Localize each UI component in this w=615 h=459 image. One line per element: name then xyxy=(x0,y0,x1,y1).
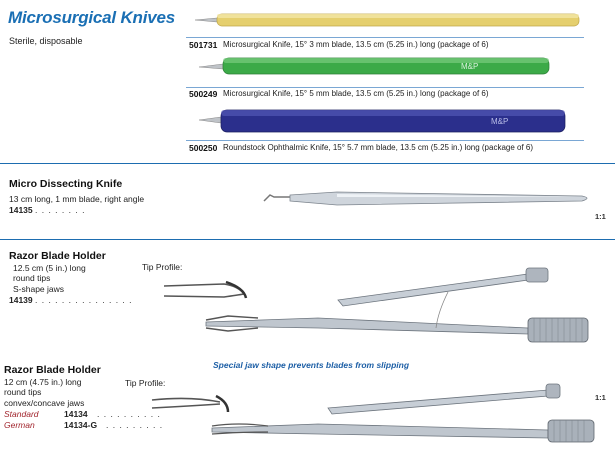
sku-500249: 500249 xyxy=(189,89,218,99)
variant-standard-sku: 14134 xyxy=(64,409,88,419)
razor-holder-1-dots: . . . . . . . . . . . . . . . xyxy=(35,295,133,305)
variant-german-label: German xyxy=(4,420,35,430)
svg-text:M&P: M&P xyxy=(461,62,478,71)
razor-holder-2-spec-length: 12 cm (4.75 in.) long xyxy=(4,377,82,387)
variant-standard-dots: . . . . . . . . . . xyxy=(97,409,161,419)
razor-holder-2-scale: 1:1 xyxy=(595,393,606,402)
knife-image-green: M&P xyxy=(198,57,550,75)
razor-holder-1-tip-profile xyxy=(163,280,248,299)
variant-standard-label: Standard xyxy=(4,409,39,419)
jaw-note: Special jaw shape prevents blades from s… xyxy=(213,360,410,370)
variant-german-dots: . . . . . . . . . xyxy=(106,420,164,430)
svg-text:M&P: M&P xyxy=(491,117,508,126)
description-500249: Microsurgical Knife, 15° 5 mm blade, 13.… xyxy=(223,89,489,98)
razor-holder-2-image xyxy=(211,383,595,443)
razor-holder-1-title: Razor Blade Holder xyxy=(9,250,106,262)
description-500250: Roundstock Ophthalmic Knife, 15° 5.7 mm … xyxy=(223,143,534,152)
razor-holder-2-tip-profile xyxy=(151,394,230,413)
razor-holder-1-spec-jaws: S-shape jaws xyxy=(13,284,65,294)
variant-german-sku: 14134-G xyxy=(64,420,98,430)
dissecting-knife-title: Micro Dissecting Knife xyxy=(9,178,123,190)
razor-holder-1-sku: 14139 xyxy=(9,295,33,305)
description-501731: Microsurgical Knife, 15° 3 mm blade, 13.… xyxy=(223,40,489,49)
knife-image-yellow xyxy=(194,13,580,27)
page-subtitle: Sterile, disposable xyxy=(9,36,83,46)
dissecting-knife-scale: 1:1 xyxy=(595,212,606,221)
dissecting-knife-image xyxy=(263,191,588,206)
sku-500250: 500250 xyxy=(189,143,218,153)
dissecting-knife-dots: . . . . . . . . xyxy=(35,205,86,215)
razor-holder-2-tip-label: Tip Profile: xyxy=(125,378,166,388)
razor-holder-1-spec-length: 12.5 cm (5 in.) long xyxy=(13,263,86,273)
knife-image-navy: M&P xyxy=(198,109,566,133)
razor-holder-1-sku-line: 14139 . . . . . . . . . . . . . . . xyxy=(9,295,133,305)
razor-holder-1-image xyxy=(205,267,589,343)
razor-holder-1-spec-tips: round tips xyxy=(13,273,51,283)
razor-holder-1-tip-label: Tip Profile: xyxy=(142,262,183,272)
page-title: Microsurgical Knives xyxy=(8,8,176,27)
dissecting-knife-spec: 13 cm long, 1 mm blade, right angle xyxy=(9,194,145,204)
razor-holder-2-spec-tips: round tips xyxy=(4,387,42,397)
razor-holder-2-variant-standard: Standard 14134 . . . . . . . . . . xyxy=(4,409,160,419)
sku-501731: 501731 xyxy=(189,40,218,50)
dissecting-knife-sku: 14135 xyxy=(9,205,33,215)
razor-holder-2-variant-german: German 14134-G . . . . . . . . . xyxy=(4,420,162,430)
razor-holder-2-title: Razor Blade Holder xyxy=(4,364,101,376)
dissecting-knife-sku-line: 14135 . . . . . . . . xyxy=(9,205,85,215)
razor-holder-2-spec-jaws: convex/concave jaws xyxy=(4,398,85,408)
